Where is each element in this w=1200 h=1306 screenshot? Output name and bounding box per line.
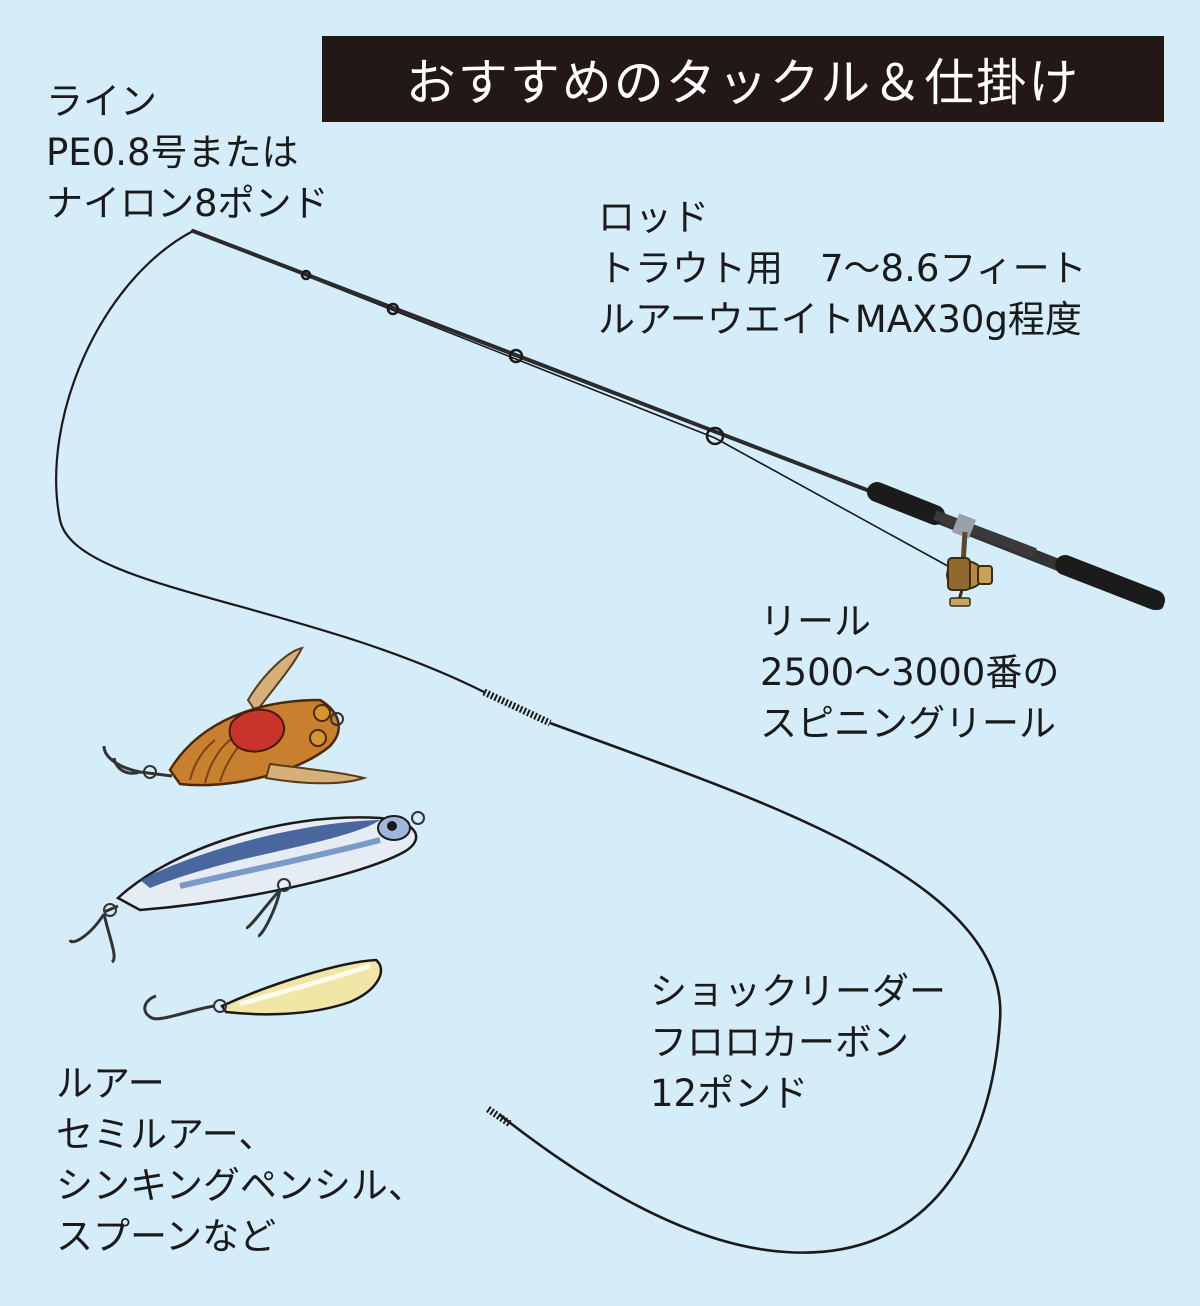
lure-label: ルアー セミルアー、 シンキングペンシル、 スプーンなど	[56, 1058, 425, 1262]
lure-label-line-3: スプーンなど	[56, 1215, 277, 1258]
rod-label-line-2: ルアーウエイトMAX30g程度	[598, 298, 1082, 341]
line-label: ライン PE0.8号または ナイロン8ポンド	[46, 76, 329, 229]
rod-label-line-1: トラウト用 7〜8.6フィート	[598, 247, 1087, 290]
main-line	[55, 230, 485, 693]
rod-icon	[191, 229, 1165, 610]
reel-label: リール 2500〜3000番の スピニングリール	[760, 596, 1059, 749]
rod-label-heading: ロッド	[598, 196, 709, 239]
lure-label-line-1: セミルアー、	[56, 1113, 276, 1156]
reel-label-line-1: 2500〜3000番の	[760, 651, 1060, 694]
minnow-lure-icon	[68, 811, 425, 964]
lure-label-line-2: シンキングペンシル、	[56, 1164, 425, 1207]
reel-label-heading: リール	[760, 600, 871, 643]
line-label-line-1: PE0.8号または	[46, 131, 299, 174]
leader-label-heading: ショックリーダー	[650, 970, 946, 1013]
line-label-line-2: ナイロン8ポンド	[46, 182, 329, 225]
shock-leader-line	[499, 721, 1002, 1254]
spoon-lure-icon	[143, 958, 383, 1021]
rod-label: ロッド トラウト用 7〜8.6フィート ルアーウエイトMAX30g程度	[598, 192, 1087, 345]
cicada-lure-icon	[102, 646, 368, 787]
leader-label: ショックリーダー フロロカーボン 12ポンド	[650, 966, 946, 1119]
leader-end-knot	[486, 1106, 512, 1127]
swivel-icon	[482, 688, 552, 727]
line-label-heading: ライン	[46, 80, 157, 123]
reel-icon	[946, 531, 993, 607]
leader-label-line-2: 12ポンド	[650, 1072, 809, 1115]
leader-label-line-1: フロロカーボン	[650, 1021, 909, 1064]
reel-label-line-2: スピニングリール	[760, 702, 1056, 745]
lure-label-heading: ルアー	[56, 1062, 165, 1105]
page-title: おすすめのタックル＆仕掛け	[322, 36, 1164, 122]
